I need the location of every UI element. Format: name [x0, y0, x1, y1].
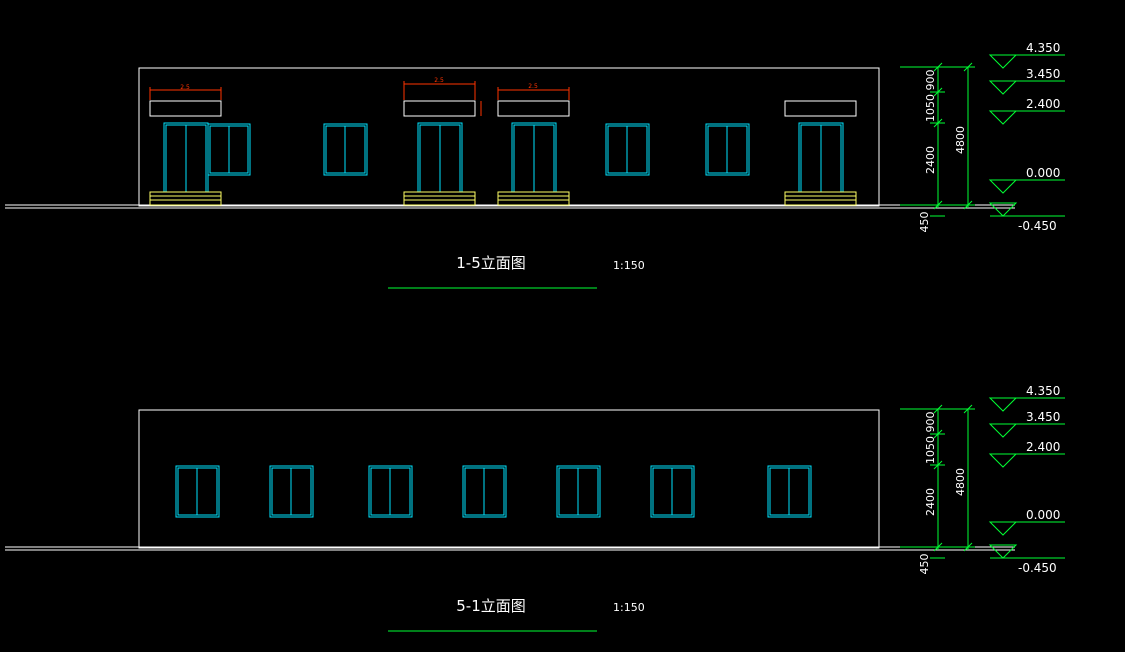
canopy [497, 100, 570, 117]
canopy-dim-label: 2.5 [528, 83, 538, 90]
vertical-dimension [900, 404, 975, 559]
level-markers [988, 54, 1065, 217]
window [605, 123, 650, 176]
elevation-1-5: 2.5 2.5 2.5 [5, 41, 1065, 289]
level-label: -0.450 [1018, 219, 1057, 233]
dim-label: 450 [918, 554, 931, 575]
window [269, 465, 314, 518]
window [705, 123, 750, 176]
drawing-scale: 1:150 [613, 601, 645, 614]
canopy-dimension [149, 81, 570, 116]
canopy-dim-label: 2.5 [180, 84, 190, 91]
drawing-title: 5-1立面图 [456, 597, 526, 615]
window [207, 123, 251, 176]
door [417, 122, 463, 193]
canopy [784, 100, 857, 117]
entrance-steps [149, 191, 857, 206]
level-label: 3.450 [1026, 67, 1060, 81]
level-label: 0.000 [1026, 508, 1060, 522]
door [798, 122, 844, 193]
canopy [403, 100, 476, 117]
window [556, 465, 601, 518]
drawing-scale: 1:150 [613, 259, 645, 272]
drawing-title: 1-5立面图 [456, 254, 526, 272]
dim-label: 900 [924, 70, 937, 91]
door [511, 122, 557, 193]
window [767, 465, 812, 518]
level-label: 4.350 [1026, 41, 1060, 55]
dim-label: 1050 [924, 94, 937, 122]
level-label: 2.400 [1026, 97, 1060, 111]
window [650, 465, 695, 518]
level-label: 4.350 [1026, 384, 1060, 398]
level-markers [988, 397, 1065, 559]
window [323, 123, 368, 176]
dim-label: 900 [924, 412, 937, 433]
dim-label: 2400 [924, 146, 937, 174]
level-label: 0.000 [1026, 166, 1060, 180]
level-label: -0.450 [1018, 561, 1057, 575]
dim-label: 1050 [924, 436, 937, 464]
dim-label: 2400 [924, 488, 937, 516]
dim-label: 4800 [954, 468, 967, 496]
elevation-5-1: 1050 900 2400 4800 450 4.350 3.450 2.400… [5, 384, 1065, 632]
dim-label: 4800 [954, 126, 967, 154]
window [368, 465, 413, 518]
building-outline [138, 67, 880, 207]
building-outline [138, 409, 880, 549]
window [462, 465, 507, 518]
door [163, 122, 209, 193]
window [175, 465, 220, 518]
canopy [149, 100, 222, 117]
level-label: 2.400 [1026, 440, 1060, 454]
canopy-dim-label: 2.5 [434, 77, 444, 84]
level-label: 3.450 [1026, 410, 1060, 424]
vertical-dimension [900, 62, 975, 217]
dim-label: 450 [918, 212, 931, 233]
